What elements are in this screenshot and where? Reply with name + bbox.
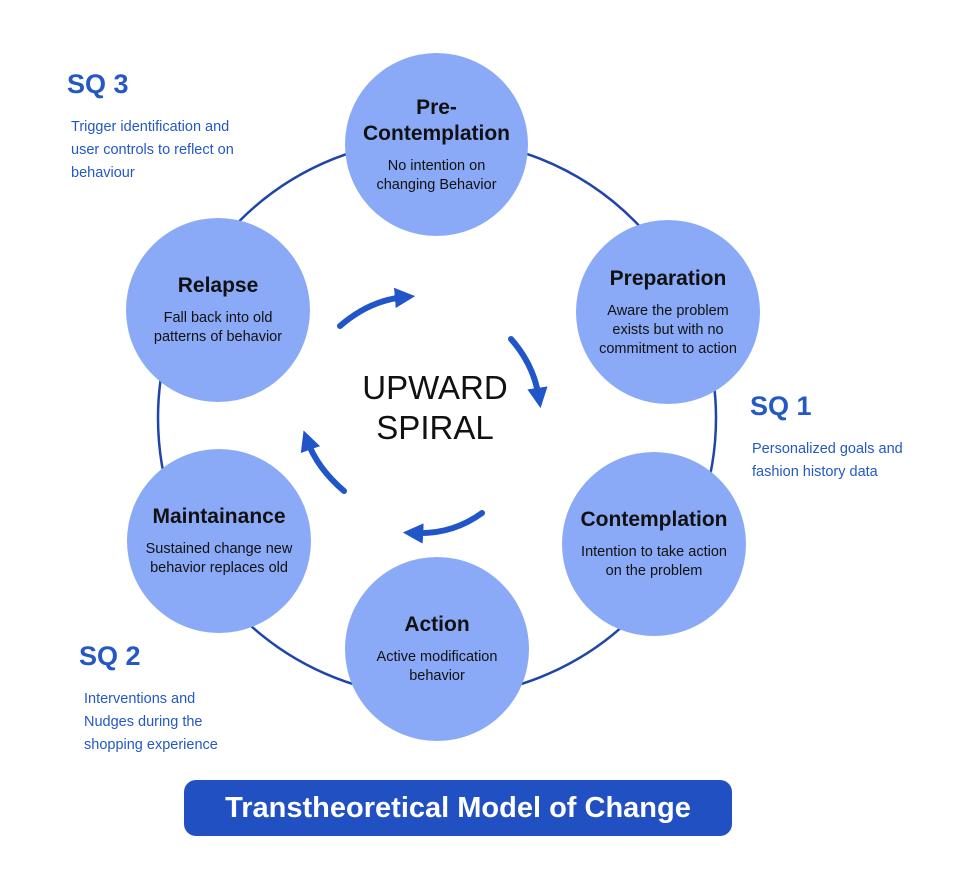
arrow-to-maintainance <box>402 510 485 544</box>
stage-description: Active modification behavior <box>376 649 498 684</box>
diagram-title: Transtheoretical Model of Change <box>184 780 732 836</box>
stage-title: Contemplation <box>580 508 728 531</box>
sq-label: SQ 1 <box>750 391 812 421</box>
stage-title: Action <box>404 613 470 636</box>
sq-label: SQ 3 <box>67 69 129 99</box>
stage-description: Fall back into old patterns of behavior <box>153 310 283 345</box>
stage-description: Sustained change new behavior replaces o… <box>145 541 293 576</box>
stage-maintainance: Maintainance Sustained change new behavi… <box>127 449 311 633</box>
center-label: UPWARD SPIRAL <box>335 368 535 448</box>
center-label-line: UPWARD <box>362 369 508 406</box>
stage-title: Pre- Contemplation <box>363 95 510 145</box>
sq-description: Personalized goals and fashion history d… <box>752 441 903 480</box>
arrow-to-contemplation <box>508 336 548 409</box>
research-question-sq1: SQ 1 Personalized goals and fashion hist… <box>750 390 928 484</box>
research-question-sq2: SQ 2 Interventions and Nudges during the… <box>79 640 249 757</box>
stage-action: Action Active modification behavior <box>345 557 529 741</box>
stage-preparation: Preparation Aware the problem exists but… <box>576 220 760 404</box>
center-label-line: SPIRAL <box>376 409 494 446</box>
arrow-relapse-to-pre-contemplation <box>337 287 416 329</box>
stage-title: Relapse <box>177 274 259 297</box>
stage-pre-contemplation: Pre- Contemplation No intention on chang… <box>345 53 528 236</box>
stage-relapse: Relapse Fall back into old patterns of b… <box>126 218 310 402</box>
stage-description: No intention on changing Behavior <box>376 157 497 193</box>
arrow-maintainance-to-relapse <box>300 430 347 494</box>
sq-label: SQ 2 <box>79 641 141 671</box>
research-question-sq3: SQ 3 Trigger identification and user con… <box>67 68 242 185</box>
stage-description: Intention to take action on the problem <box>581 544 727 579</box>
sq-description: Trigger identification and user controls… <box>71 119 234 181</box>
stage-description: Aware the problem exists but with no com… <box>599 302 737 357</box>
sq-description: Interventions and Nudges during the shop… <box>84 691 218 753</box>
stage-title: Maintainance <box>152 505 286 528</box>
stage-title: Preparation <box>609 266 727 290</box>
stage-contemplation: Contemplation Intention to take action o… <box>562 452 746 636</box>
